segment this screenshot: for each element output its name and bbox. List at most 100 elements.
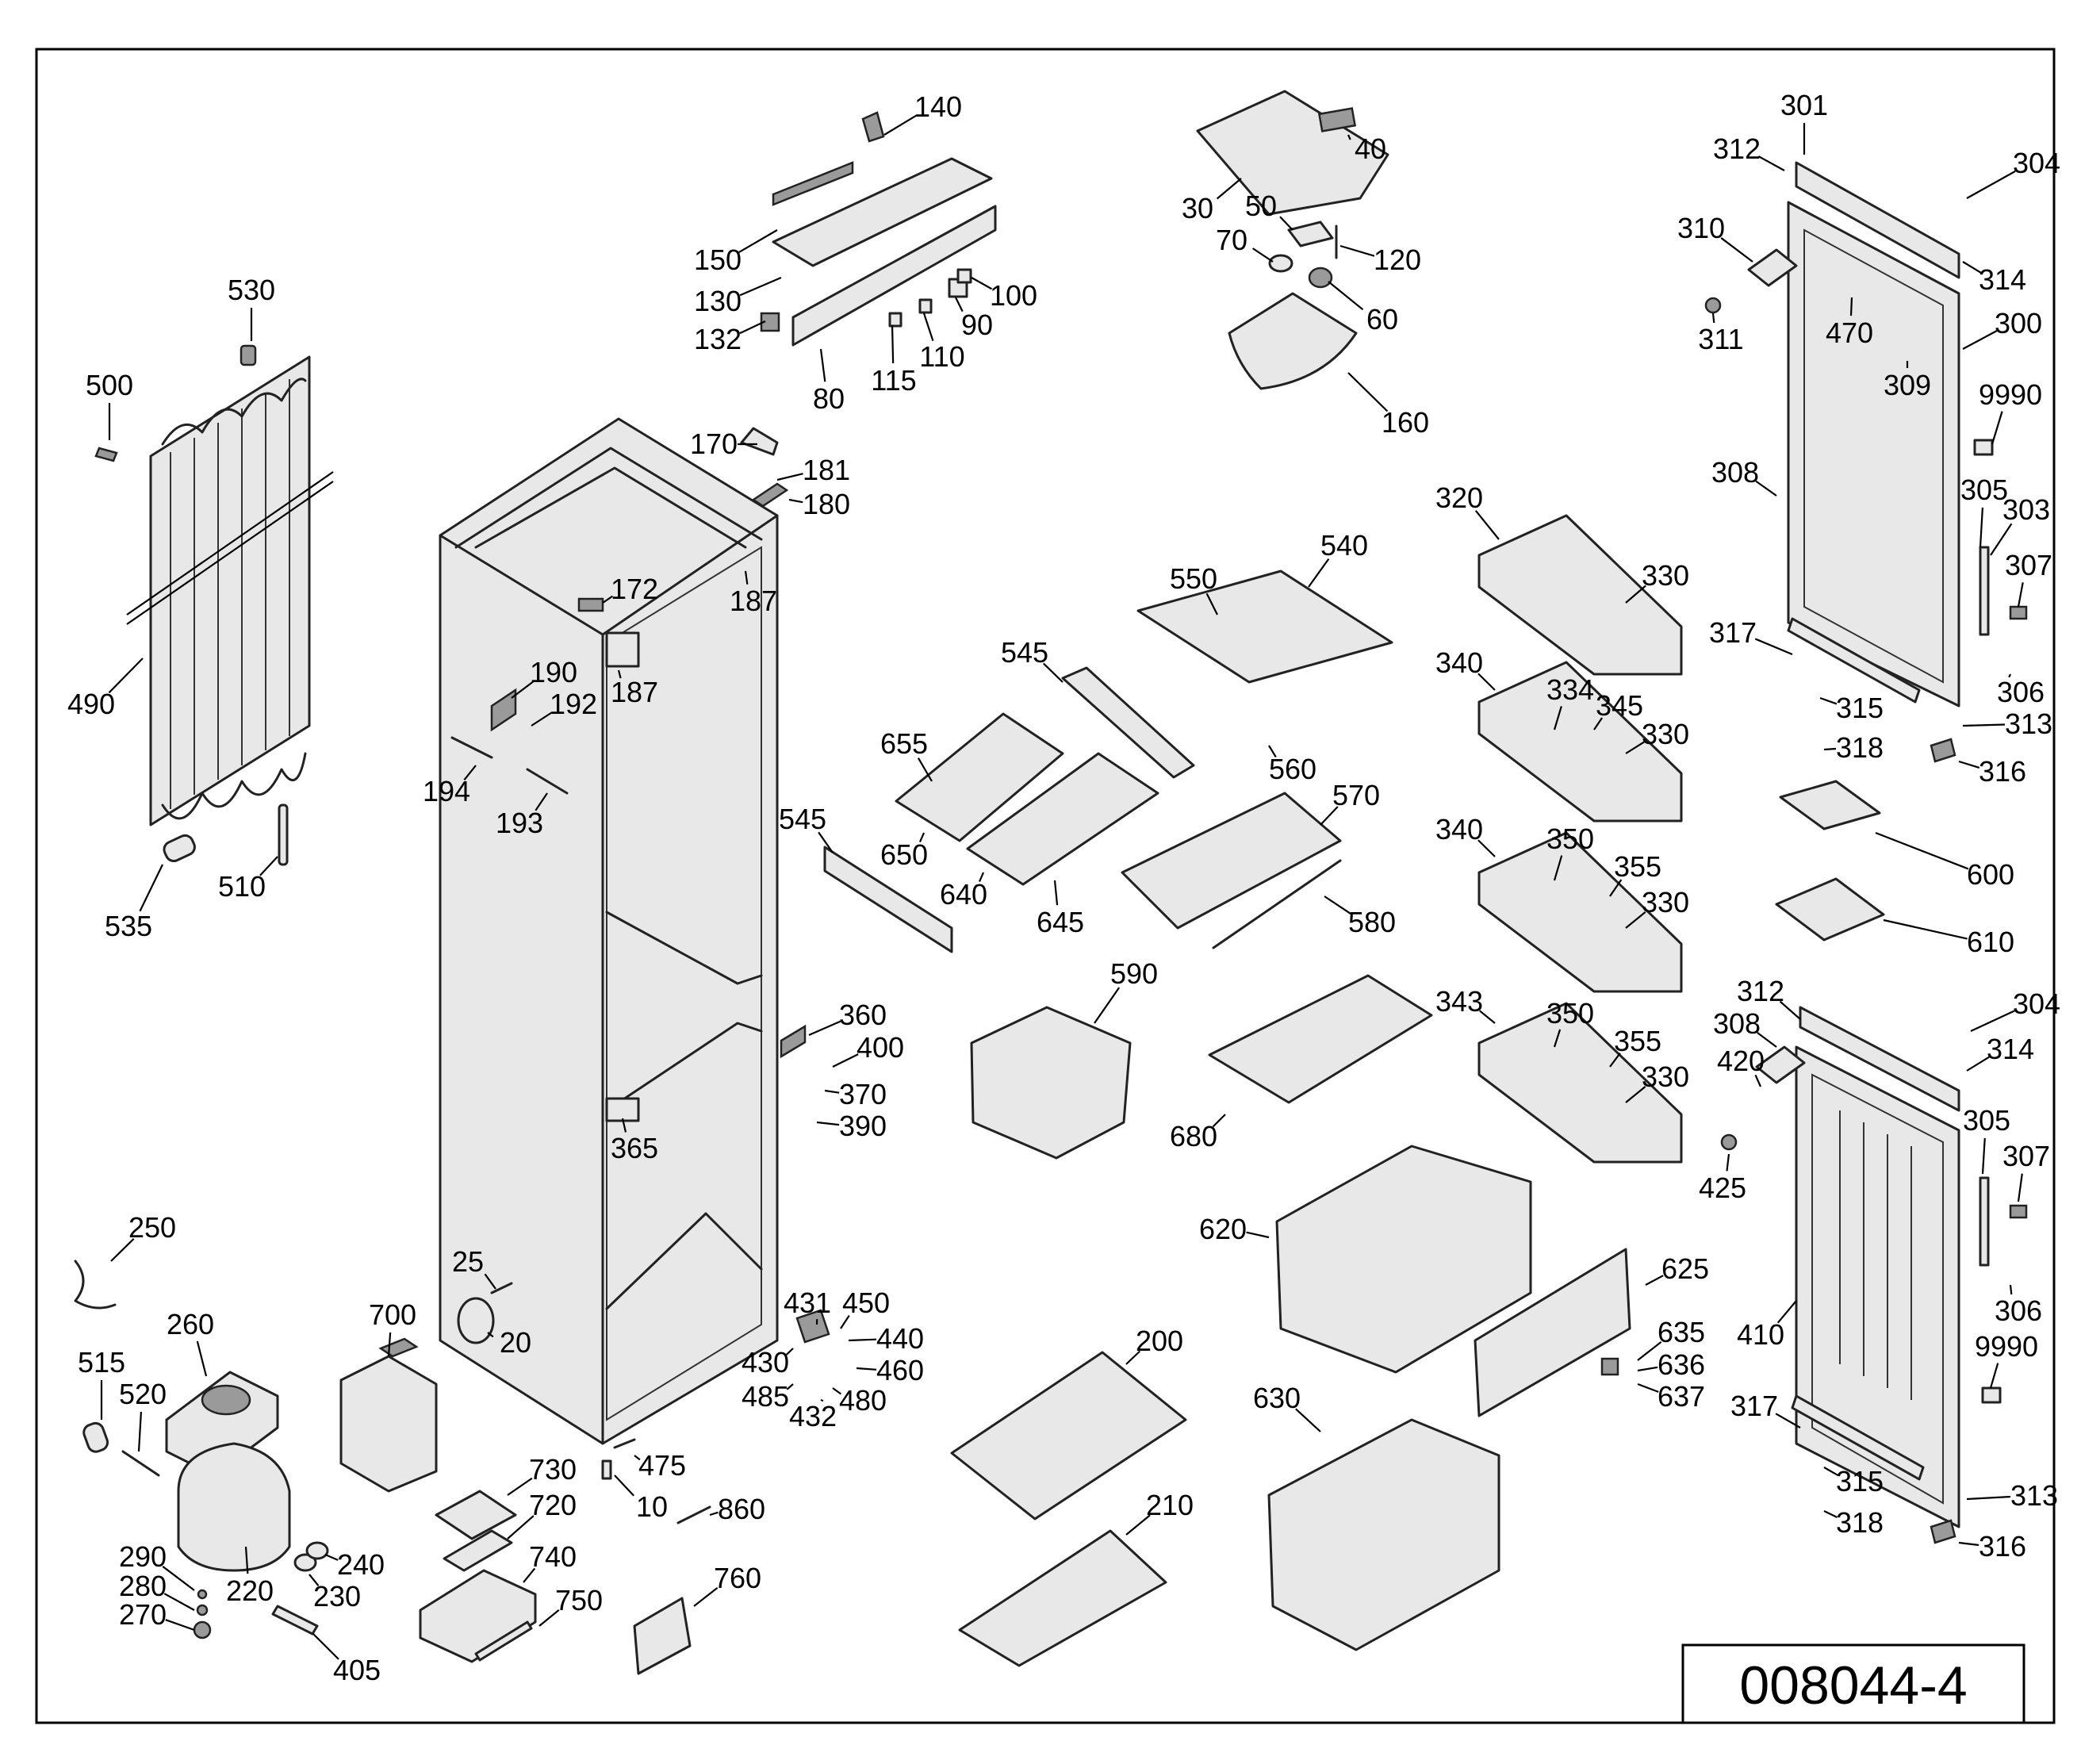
callout-470: 470 (1826, 316, 1873, 349)
leader-405 (312, 1633, 339, 1660)
callout-400: 400 (857, 1031, 904, 1064)
callout-545: 545 (779, 803, 826, 835)
part-405 (271, 1605, 319, 1636)
leader-350 (1553, 855, 1563, 881)
leader-475 (634, 1455, 641, 1461)
leader-192 (531, 711, 553, 727)
leader-400 (832, 1053, 859, 1068)
leader-306 (2008, 673, 2012, 678)
part-570 (1121, 792, 1342, 930)
leader-316 (1958, 760, 1980, 769)
leader-460 (856, 1367, 877, 1371)
callout-306: 306 (1997, 676, 2045, 708)
callout-315: 315 (1836, 692, 1884, 724)
leader-150 (738, 229, 778, 254)
callout-540: 540 (1320, 529, 1368, 562)
callout-640: 640 (940, 878, 987, 911)
callout-260: 260 (167, 1308, 214, 1340)
part-540 (1136, 569, 1393, 684)
part-330b (1477, 661, 1683, 823)
callout-440: 440 (876, 1322, 924, 1355)
callout-570: 570 (1332, 779, 1380, 811)
leader-303 (1990, 523, 2013, 556)
leader-290 (162, 1566, 195, 1591)
leader-181 (776, 473, 803, 481)
part-425 (1720, 1133, 1738, 1151)
callout-343: 343 (1435, 985, 1483, 1018)
callout-320: 320 (1435, 481, 1483, 514)
leader-304 (1966, 170, 2016, 199)
part-9990a (1973, 439, 1994, 456)
callout-637: 637 (1658, 1380, 1705, 1413)
callout-150: 150 (694, 244, 742, 276)
leader-345 (1593, 717, 1604, 731)
callout-192: 192 (550, 688, 597, 720)
part-50 (1287, 220, 1334, 247)
callout-190: 190 (530, 656, 577, 688)
callout-9990: 9990 (1975, 1330, 2038, 1363)
callout-130: 130 (694, 285, 742, 317)
part-360 (780, 1024, 807, 1059)
part-720 (443, 1529, 513, 1572)
leader-318 (1823, 747, 1837, 751)
leader-308 (1755, 480, 1777, 497)
callout-635: 635 (1658, 1316, 1705, 1348)
callout-30: 30 (1182, 192, 1213, 224)
part-10 (601, 1459, 612, 1480)
callout-132: 132 (694, 323, 742, 355)
leader-720 (507, 1515, 535, 1540)
part-510 (278, 803, 289, 866)
part-635 (1600, 1357, 1619, 1376)
part-610 (1775, 877, 1885, 941)
callout-740: 740 (529, 1540, 577, 1573)
callout-311: 311 (1698, 323, 1743, 355)
callout-360: 360 (839, 999, 887, 1031)
leader-10 (614, 1474, 634, 1497)
callout-250: 250 (128, 1211, 176, 1244)
callout-80: 80 (813, 382, 845, 415)
leader-680 (1212, 1114, 1226, 1128)
diagram-frame (35, 48, 2056, 1724)
part-115 (888, 312, 903, 328)
leader-630 (1295, 1408, 1321, 1432)
leader-260 (196, 1340, 208, 1377)
leader-490 (108, 658, 144, 694)
leader-9990 (1991, 411, 2003, 445)
callout-680: 680 (1170, 1120, 1217, 1152)
leader-210 (1125, 1514, 1151, 1536)
part-330d (1477, 1002, 1683, 1164)
callout-312: 312 (1713, 132, 1761, 165)
part-475 (613, 1438, 636, 1449)
leader-315 (1823, 1467, 1838, 1476)
part-365 (605, 1097, 640, 1122)
callout-480: 480 (839, 1384, 887, 1417)
leader-510 (259, 856, 278, 876)
leader-307 (2017, 582, 2024, 608)
callout-110: 110 (919, 340, 964, 373)
leader-187 (617, 669, 622, 679)
callout-365: 365 (611, 1132, 658, 1164)
callout-304: 304 (2013, 147, 2060, 179)
part-307a (2009, 605, 2028, 620)
document-number: 008044-4 (1739, 1655, 1967, 1716)
part-440 (795, 1309, 830, 1344)
callout-334: 334 (1546, 673, 1594, 706)
leader-740 (523, 1567, 536, 1583)
callout-515: 515 (78, 1346, 125, 1379)
leader-200 (1125, 1350, 1141, 1365)
leader-590 (1094, 987, 1121, 1024)
leader-9990 (1989, 1363, 1999, 1389)
leader-25 (484, 1273, 496, 1290)
callout-550: 550 (1170, 562, 1217, 595)
part-170 (740, 427, 779, 456)
callout-60: 60 (1366, 303, 1398, 336)
callout-172: 172 (611, 573, 658, 605)
part-313a (1787, 617, 1921, 704)
leader-180 (788, 498, 803, 504)
callout-490: 490 (67, 688, 115, 720)
leader-600 (1875, 831, 1969, 870)
part-860 (676, 1505, 711, 1524)
callout-350: 350 (1546, 997, 1594, 1030)
part-250 (74, 1260, 117, 1310)
